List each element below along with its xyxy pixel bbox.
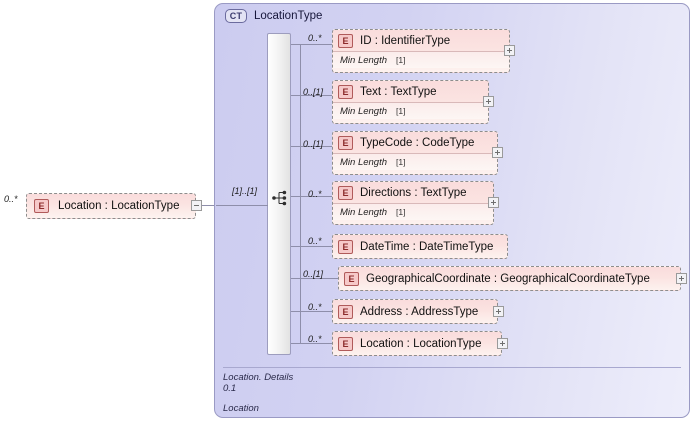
expand-toggle-icon-location[interactable] <box>497 338 508 349</box>
element-box-location[interactable]: E Location : LocationType <box>332 331 502 356</box>
element-label-address: Address : AddressType <box>360 305 479 318</box>
element-box-address[interactable]: E Address : AddressType <box>332 299 498 324</box>
facet-name: Min Length <box>340 156 388 168</box>
element-box-datetime[interactable]: E DateTime : DateTimeType <box>332 234 508 259</box>
element-header-directions: E Directions : TextType <box>333 182 493 203</box>
expand-toggle-icon-id[interactable] <box>504 45 515 56</box>
complex-type-badge-icon: CT <box>225 9 247 23</box>
connector-to-id <box>300 44 332 45</box>
connector-to-location <box>300 343 332 344</box>
facet-value: [1] <box>396 157 406 167</box>
element-badge-icon: E <box>338 304 353 319</box>
element-header-id: E ID : IdentifierType <box>333 30 509 51</box>
facet-name: Min Length <box>340 54 388 66</box>
connector-to-typecode <box>300 146 332 147</box>
element-label-location: Location : LocationType <box>360 337 482 350</box>
expand-toggle-icon-geographicalcoordinate[interactable] <box>676 273 687 284</box>
element-header-typecode: E TypeCode : CodeType <box>333 132 497 153</box>
branch-stub-6 <box>291 311 300 312</box>
annotation-line-1: Location. Details <box>223 372 294 383</box>
complex-type-title: LocationType <box>254 10 323 22</box>
branch-stub-0 <box>291 44 300 45</box>
cardinality-label-address: 0..* <box>308 302 322 312</box>
element-label-text: Text : TextType <box>360 85 437 98</box>
element-label-id: ID : IdentifierType <box>360 34 451 47</box>
connector-panel-to-compositor <box>216 205 268 206</box>
element-label-directions: Directions : TextType <box>360 186 467 199</box>
branch-trunk-line <box>300 44 301 344</box>
element-badge-icon: E <box>344 271 359 286</box>
element-box-directions[interactable]: E Directions : TextType Min Length [1] <box>332 181 494 225</box>
element-header-datetime: E DateTime : DateTimeType <box>333 235 507 258</box>
connector-to-datetime <box>300 246 332 247</box>
cardinality-label-typecode: 0..[1] <box>303 139 324 149</box>
cardinality-label-geographicalcoordinate: 0..[1] <box>303 269 324 279</box>
element-facet-text: Min Length [1] <box>333 102 488 119</box>
element-facet-directions: Min Length [1] <box>333 203 493 220</box>
branch-stub-4 <box>291 246 300 247</box>
expand-toggle-icon-directions[interactable] <box>488 197 499 208</box>
branch-stub-2 <box>291 146 300 147</box>
branch-stub-1 <box>291 95 300 96</box>
element-header-address: E Address : AddressType <box>333 300 497 323</box>
element-facet-typecode: Min Length [1] <box>333 153 497 170</box>
expand-toggle-icon-text[interactable] <box>483 96 494 107</box>
facet-name: Min Length <box>340 105 388 117</box>
element-box-id[interactable]: E ID : IdentifierType Min Length [1] <box>332 29 510 73</box>
cardinality-label-id: 0..* <box>308 33 322 43</box>
element-badge-icon: E <box>338 336 353 351</box>
element-badge-icon: E <box>338 33 353 48</box>
complex-type-header: CT LocationType <box>225 9 322 23</box>
connector-to-directions <box>300 196 332 197</box>
root-cardinality-label: 0..* <box>4 194 18 204</box>
element-facet-id: Min Length [1] <box>333 51 509 68</box>
branch-stub-7 <box>291 343 300 344</box>
branch-stub-3 <box>291 196 300 197</box>
element-label-typecode: TypeCode : CodeType <box>360 136 475 149</box>
compositor-cardinality-label: [1]..[1] <box>232 186 258 196</box>
expand-toggle-icon-address[interactable] <box>493 306 504 317</box>
root-element-label: Location : LocationType <box>58 200 180 212</box>
element-badge-icon: E <box>34 199 49 213</box>
connector-root-to-type <box>202 205 216 206</box>
element-header-location: E Location : LocationType <box>333 332 501 355</box>
element-header-geographicalcoordinate: E GeographicalCoordinate : GeographicalC… <box>339 267 680 290</box>
element-box-typecode[interactable]: E TypeCode : CodeType Min Length [1] <box>332 131 498 175</box>
element-box-text[interactable]: E Text : TextType Min Length [1] <box>332 80 489 124</box>
cardinality-label-datetime: 0..* <box>308 236 322 246</box>
cardinality-label-text: 0..[1] <box>303 87 324 97</box>
cardinality-label-directions: 0..* <box>308 189 322 199</box>
root-element-header: E Location : LocationType <box>27 194 195 218</box>
complex-type-annotation: Location. Details 0.1 Location <box>223 367 681 414</box>
facet-name: Min Length <box>340 206 388 218</box>
sequence-icon <box>272 190 287 206</box>
element-label-geographicalcoordinate: GeographicalCoordinate : GeographicalCoo… <box>366 272 650 285</box>
connector-to-address <box>300 311 332 312</box>
facet-value: [1] <box>396 106 406 116</box>
annotation-spacer <box>223 394 681 403</box>
connector-to-geographicalcoordinate <box>300 278 338 279</box>
expand-toggle-icon-typecode[interactable] <box>492 147 503 158</box>
facet-value: [1] <box>396 55 406 65</box>
collapse-toggle-icon[interactable] <box>191 200 202 211</box>
element-badge-icon: E <box>338 84 353 99</box>
element-label-datetime: DateTime : DateTimeType <box>360 240 494 253</box>
annotation-line-2: 0.1 <box>223 383 237 394</box>
element-badge-icon: E <box>338 239 353 254</box>
connector-to-text <box>300 95 332 96</box>
branch-stub-5 <box>291 278 300 279</box>
element-badge-icon: E <box>338 185 353 200</box>
facet-value: [1] <box>396 207 406 217</box>
element-box-geographicalcoordinate[interactable]: E GeographicalCoordinate : GeographicalC… <box>338 266 681 291</box>
cardinality-label-location: 0..* <box>308 334 322 344</box>
root-element-location[interactable]: E Location : LocationType <box>26 193 196 219</box>
element-badge-icon: E <box>338 135 353 150</box>
annotation-line-3: Location <box>223 403 259 414</box>
element-header-text: E Text : TextType <box>333 81 488 102</box>
